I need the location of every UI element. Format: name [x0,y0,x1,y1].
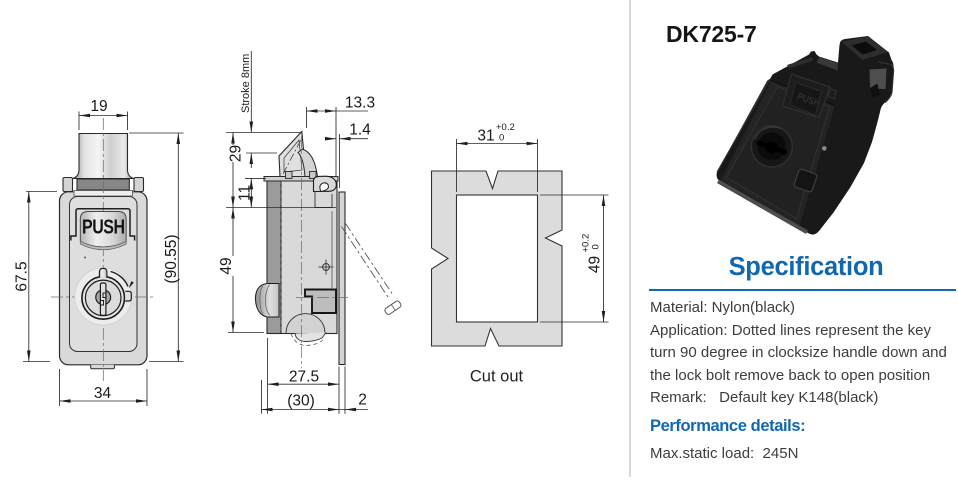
svg-text:PUSH: PUSH [82,216,125,238]
svg-text:19: 19 [90,98,107,115]
svg-text:11: 11 [236,185,253,201]
svg-text:1.4: 1.4 [349,122,371,139]
svg-text:27.5: 27.5 [289,369,319,386]
svg-text:+0.2: +0.2 [581,234,592,253]
svg-text:67.5: 67.5 [14,261,31,291]
svg-text:(90.55): (90.55) [163,234,180,283]
svg-text:0: 0 [499,133,504,144]
svg-text:31: 31 [477,128,494,145]
svg-text:Stroke 8mm: Stroke 8mm [240,54,252,113]
svg-text:2: 2 [358,392,367,409]
svg-text:13.3: 13.3 [345,95,375,112]
svg-text:(30): (30) [287,393,315,410]
svg-text:Cut out: Cut out [470,368,524,386]
svg-text:29: 29 [228,145,245,162]
svg-text:49: 49 [587,256,604,273]
svg-text:34: 34 [94,385,112,402]
svg-text:+0.2: +0.2 [496,122,515,133]
svg-text:49: 49 [218,257,235,274]
svg-text:0: 0 [591,244,602,249]
